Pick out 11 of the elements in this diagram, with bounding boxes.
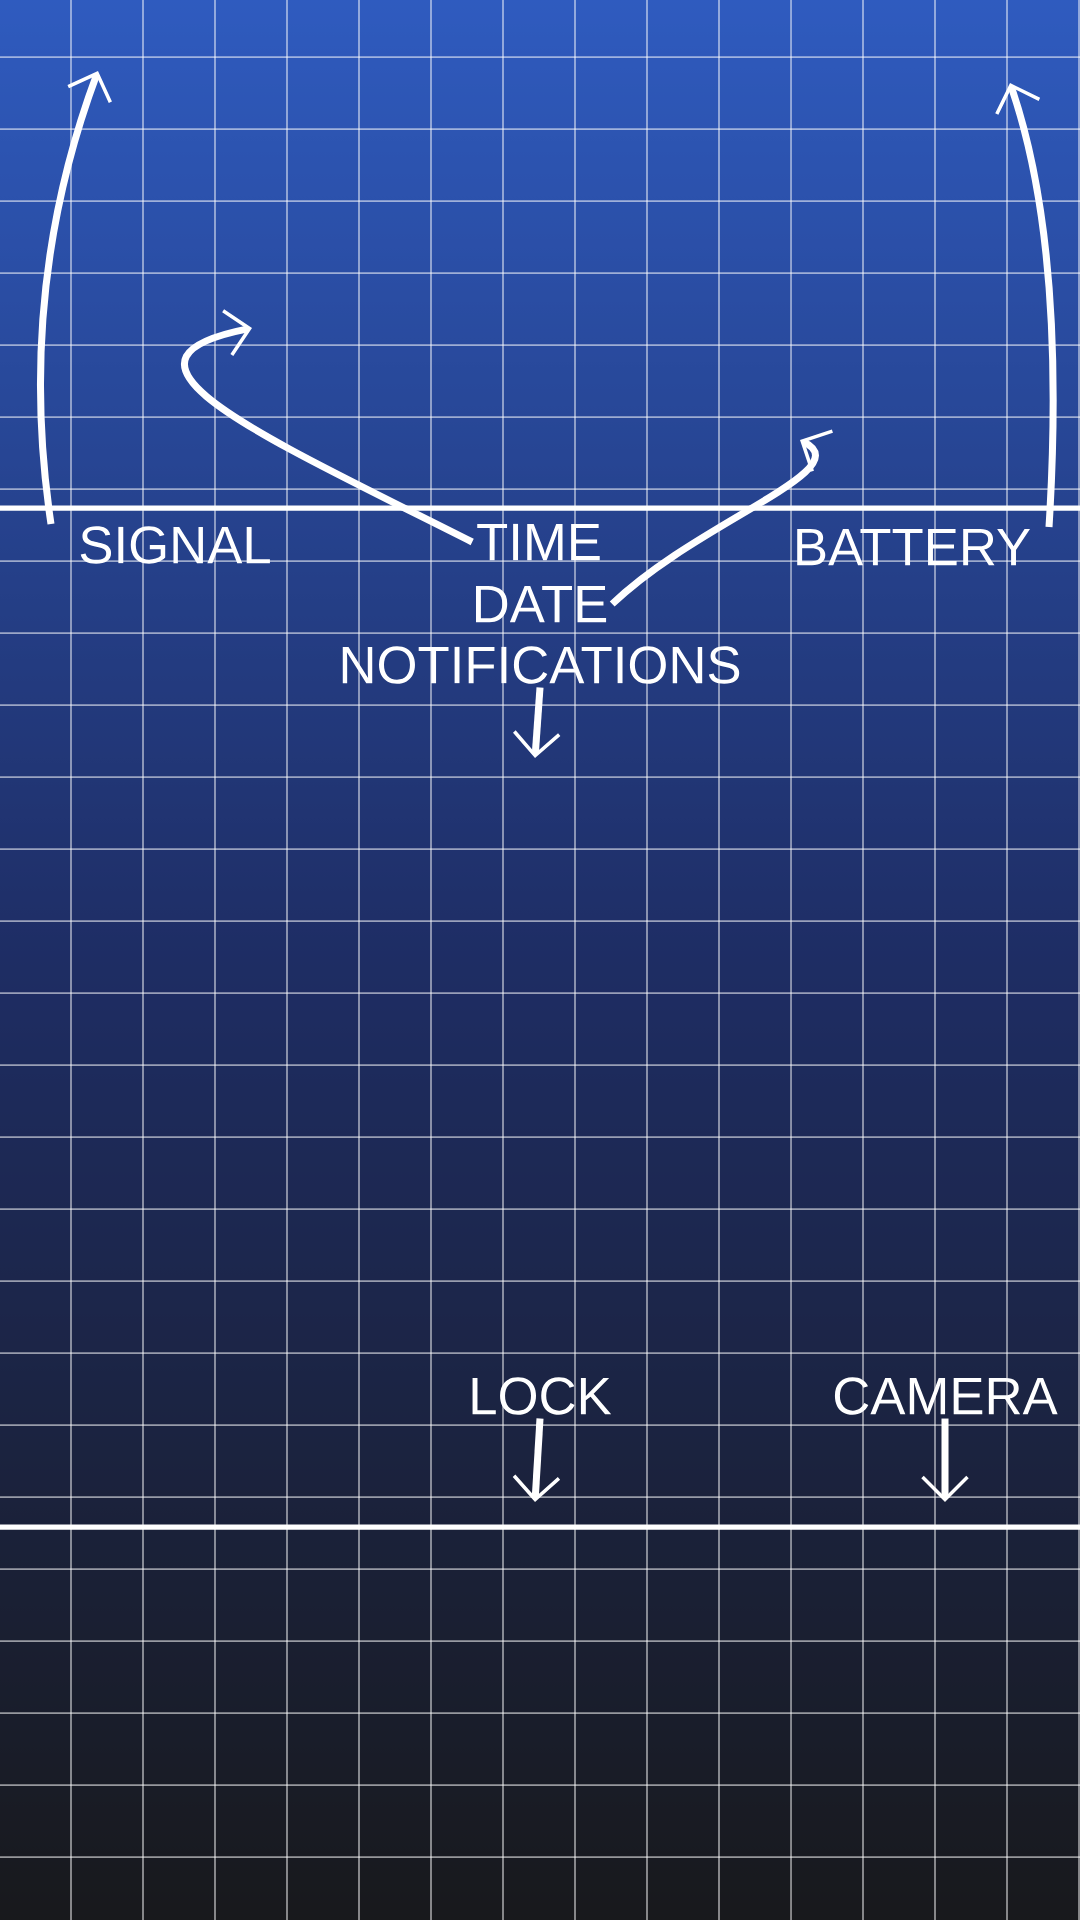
- arrow: [609, 429, 833, 607]
- label-text: SIGNAL: [80, 526, 270, 564]
- label-text: BATTERY: [797, 528, 1030, 566]
- label-text: CAMERA: [834, 1377, 1058, 1415]
- arrow: [995, 83, 1057, 528]
- label-text: LOCK: [472, 1377, 612, 1415]
- arrow: [37, 71, 112, 525]
- label-text: TIME: [477, 523, 600, 561]
- label-text: NOTIFICATIONS: [342, 646, 740, 684]
- arrow: [181, 309, 474, 546]
- label-text: DATE: [476, 585, 607, 623]
